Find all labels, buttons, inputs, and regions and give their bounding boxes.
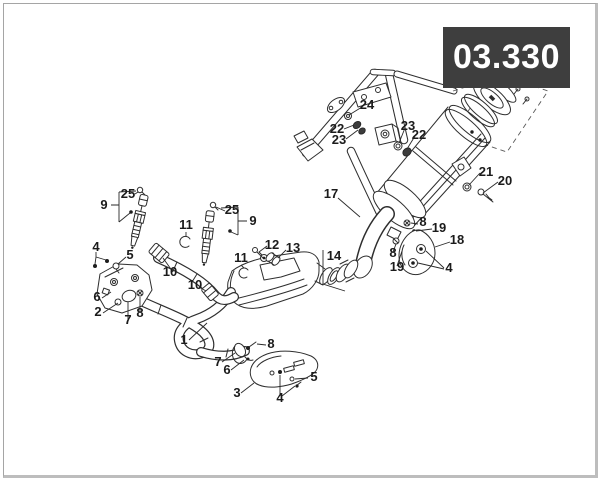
catalog-page: 24 22 23 23 22 21 20 17 25 9 11 25 9 12 … xyxy=(3,3,598,478)
callout-9-a: 9 xyxy=(100,197,107,212)
callout-6-a: 6 xyxy=(93,289,100,304)
callout-8-a: 8 xyxy=(419,214,426,229)
callout-20: 20 xyxy=(498,173,512,188)
callout-11-a: 11 xyxy=(179,217,193,232)
link-pipe-drawing xyxy=(353,206,395,279)
callout-14: 14 xyxy=(327,248,342,263)
lambda-sensor-right xyxy=(201,201,219,266)
callout-25-b: 25 xyxy=(225,202,239,217)
callout-10-b: 10 xyxy=(188,277,202,292)
callout-18: 18 xyxy=(450,232,464,247)
callout-25-a: 25 xyxy=(121,186,135,201)
exploded-diagram: 24 22 23 23 22 21 20 17 25 9 11 25 9 12 … xyxy=(92,68,549,405)
callout-2: 2 xyxy=(94,304,101,319)
end-cap-drawing xyxy=(460,71,530,142)
header-pipes-drawing xyxy=(136,242,250,361)
callout-4-b: 4 xyxy=(92,239,100,254)
callout-19-a: 19 xyxy=(432,220,446,235)
callout-13: 13 xyxy=(286,240,300,255)
callout-1: 1 xyxy=(180,332,187,347)
callout-3: 3 xyxy=(233,385,240,400)
mount-rubbers xyxy=(344,112,412,157)
callout-19-b: 19 xyxy=(390,259,404,274)
silencer-drawing xyxy=(372,104,492,241)
callout-8-b: 8 xyxy=(389,245,396,260)
callout-17: 17 xyxy=(324,186,338,201)
section-code: 03.330 xyxy=(453,38,560,76)
callout-23-b: 23 xyxy=(401,118,415,133)
callout-8-c: 8 xyxy=(136,305,143,320)
callout-11-b: 11 xyxy=(234,250,248,265)
flange-bracket-drawing xyxy=(93,259,153,314)
callout-23-a: 23 xyxy=(332,132,346,147)
catalyst-drawing xyxy=(203,251,359,309)
callout-22-b: 22 xyxy=(412,127,426,142)
callout-9-b: 9 xyxy=(249,213,256,228)
frame-drawing xyxy=(293,68,458,218)
callout-21: 21 xyxy=(479,164,493,179)
leader-lines xyxy=(94,106,499,397)
callout-4-c: 4 xyxy=(276,390,284,405)
callout-4-a: 4 xyxy=(445,260,453,275)
callout-22-a: 22 xyxy=(330,121,344,136)
callout-12: 12 xyxy=(265,237,279,252)
lower-heat-shield-drawing xyxy=(231,341,319,388)
callout-5-b: 5 xyxy=(310,369,317,384)
lambda-sensor-left xyxy=(130,186,149,249)
callout-labels: 24 22 23 23 22 21 20 17 25 9 11 25 9 12 … xyxy=(92,97,512,405)
small-hardware xyxy=(179,235,281,279)
callout-10-a: 10 xyxy=(163,264,177,279)
callout-5-a: 5 xyxy=(126,247,133,262)
callout-7-b: 7 xyxy=(214,354,221,369)
callout-6-b: 6 xyxy=(223,362,230,377)
callout-24: 24 xyxy=(360,97,375,112)
callout-7-a: 7 xyxy=(124,312,131,327)
section-code-badge: 03.330 xyxy=(443,27,570,88)
callout-8-d: 8 xyxy=(267,336,274,351)
side-heat-shield-drawing xyxy=(398,229,436,276)
